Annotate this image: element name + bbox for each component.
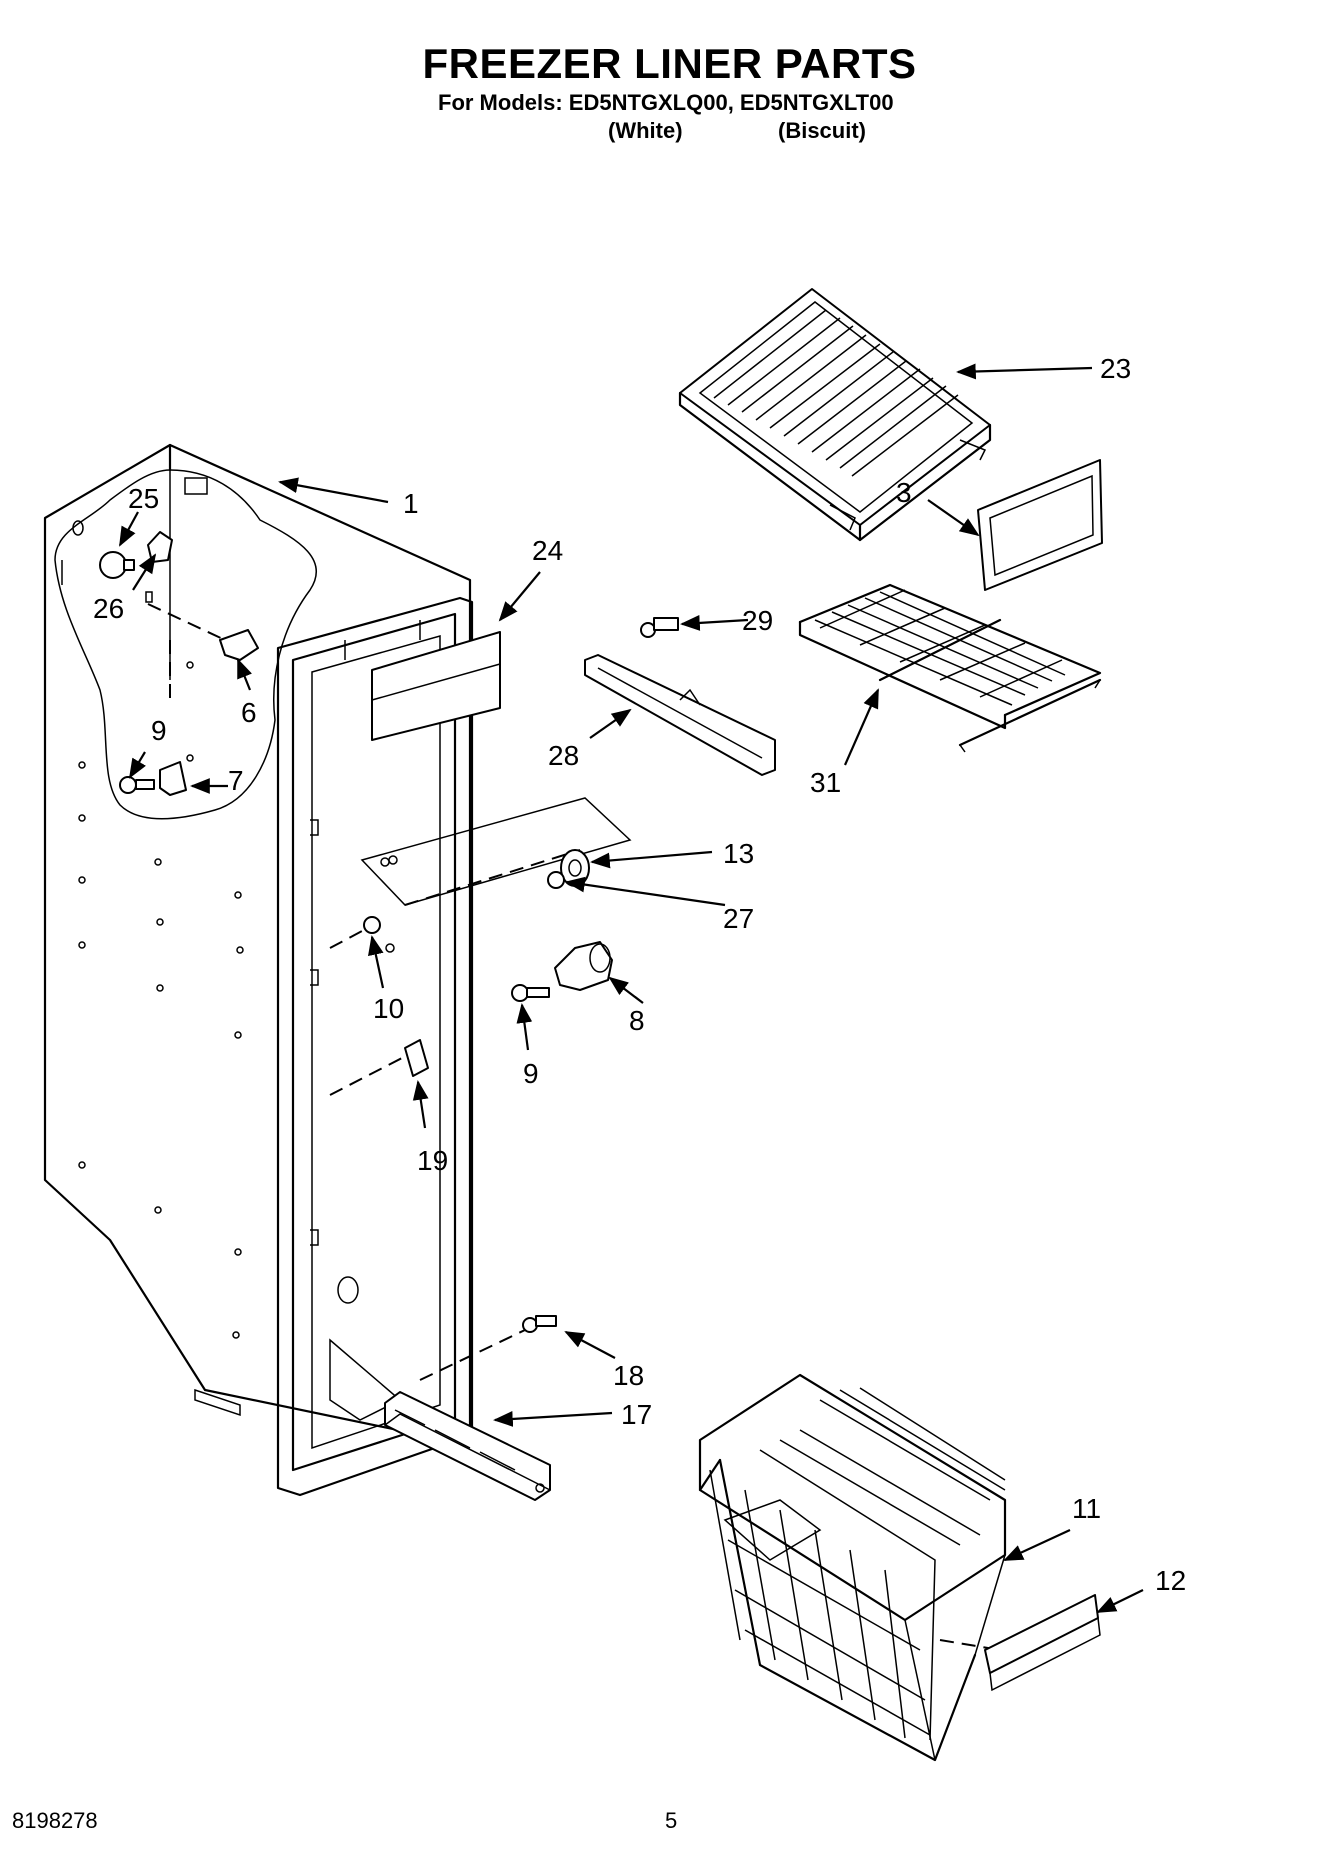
callout-9-lower: 9 [523,1058,539,1089]
damper-housing [554,941,613,991]
screw-lower [511,984,550,1002]
control-knob [560,849,590,887]
color-biscuit-label: (Biscuit) [778,118,866,143]
wire-shelf [798,583,1102,753]
page-number: 5 [665,1808,678,1833]
callout-17: 17 [621,1399,652,1430]
callout-1: 1 [403,488,419,519]
door-switch [404,1039,429,1077]
callout-12: 12 [1155,1565,1186,1596]
callout-23: 23 [1100,353,1131,384]
thermostat-bracket [159,761,187,796]
shelf-frame [977,459,1103,591]
callout-numbers: 1 23 3 24 25 26 6 9 7 29 28 31 13 27 10 … [93,353,1186,1596]
callout-8: 8 [629,1005,645,1036]
callout-29: 29 [742,605,773,636]
basket-handle [984,1594,1101,1692]
callout-7: 7 [228,765,244,796]
color-white-label: (White) [608,118,683,143]
callout-18: 18 [613,1360,644,1391]
callout-11: 11 [1072,1493,1101,1524]
callout-10: 10 [373,993,404,1024]
screw-upper [119,776,155,794]
callout-28: 28 [548,740,579,771]
knob-shaft [547,871,565,889]
shelf-rail [584,654,776,776]
models-line: For Models: ED5NTGXLQ00, ED5NTGXLT00 [438,90,894,115]
screw-liner [363,916,381,934]
callout-6: 6 [241,697,257,728]
page-title: FREEZER LINER PARTS [422,40,917,87]
control-plate [360,797,632,906]
callout-13: 13 [723,838,754,869]
callout-19: 19 [417,1145,448,1176]
callout-9-upper: 9 [151,715,167,746]
document-number: 8198278 [12,1808,98,1833]
screw-bottom [522,1315,557,1333]
rail-screw [640,617,679,638]
liner-holes [78,661,395,1339]
callout-3: 3 [896,477,912,508]
light-socket [145,531,173,603]
callout-25: 25 [128,483,159,514]
callout-27: 27 [723,903,754,934]
top-shelf [678,288,992,542]
light-bracket [219,629,259,661]
callout-24: 24 [532,535,563,566]
control-panel [371,631,501,741]
callout-26: 26 [93,593,124,624]
freezer-basket [698,1373,1007,1762]
base-grille [384,1391,551,1501]
leader-lines [119,363,1144,1613]
callout-31: 31 [810,767,841,798]
light-bulb [99,551,135,579]
